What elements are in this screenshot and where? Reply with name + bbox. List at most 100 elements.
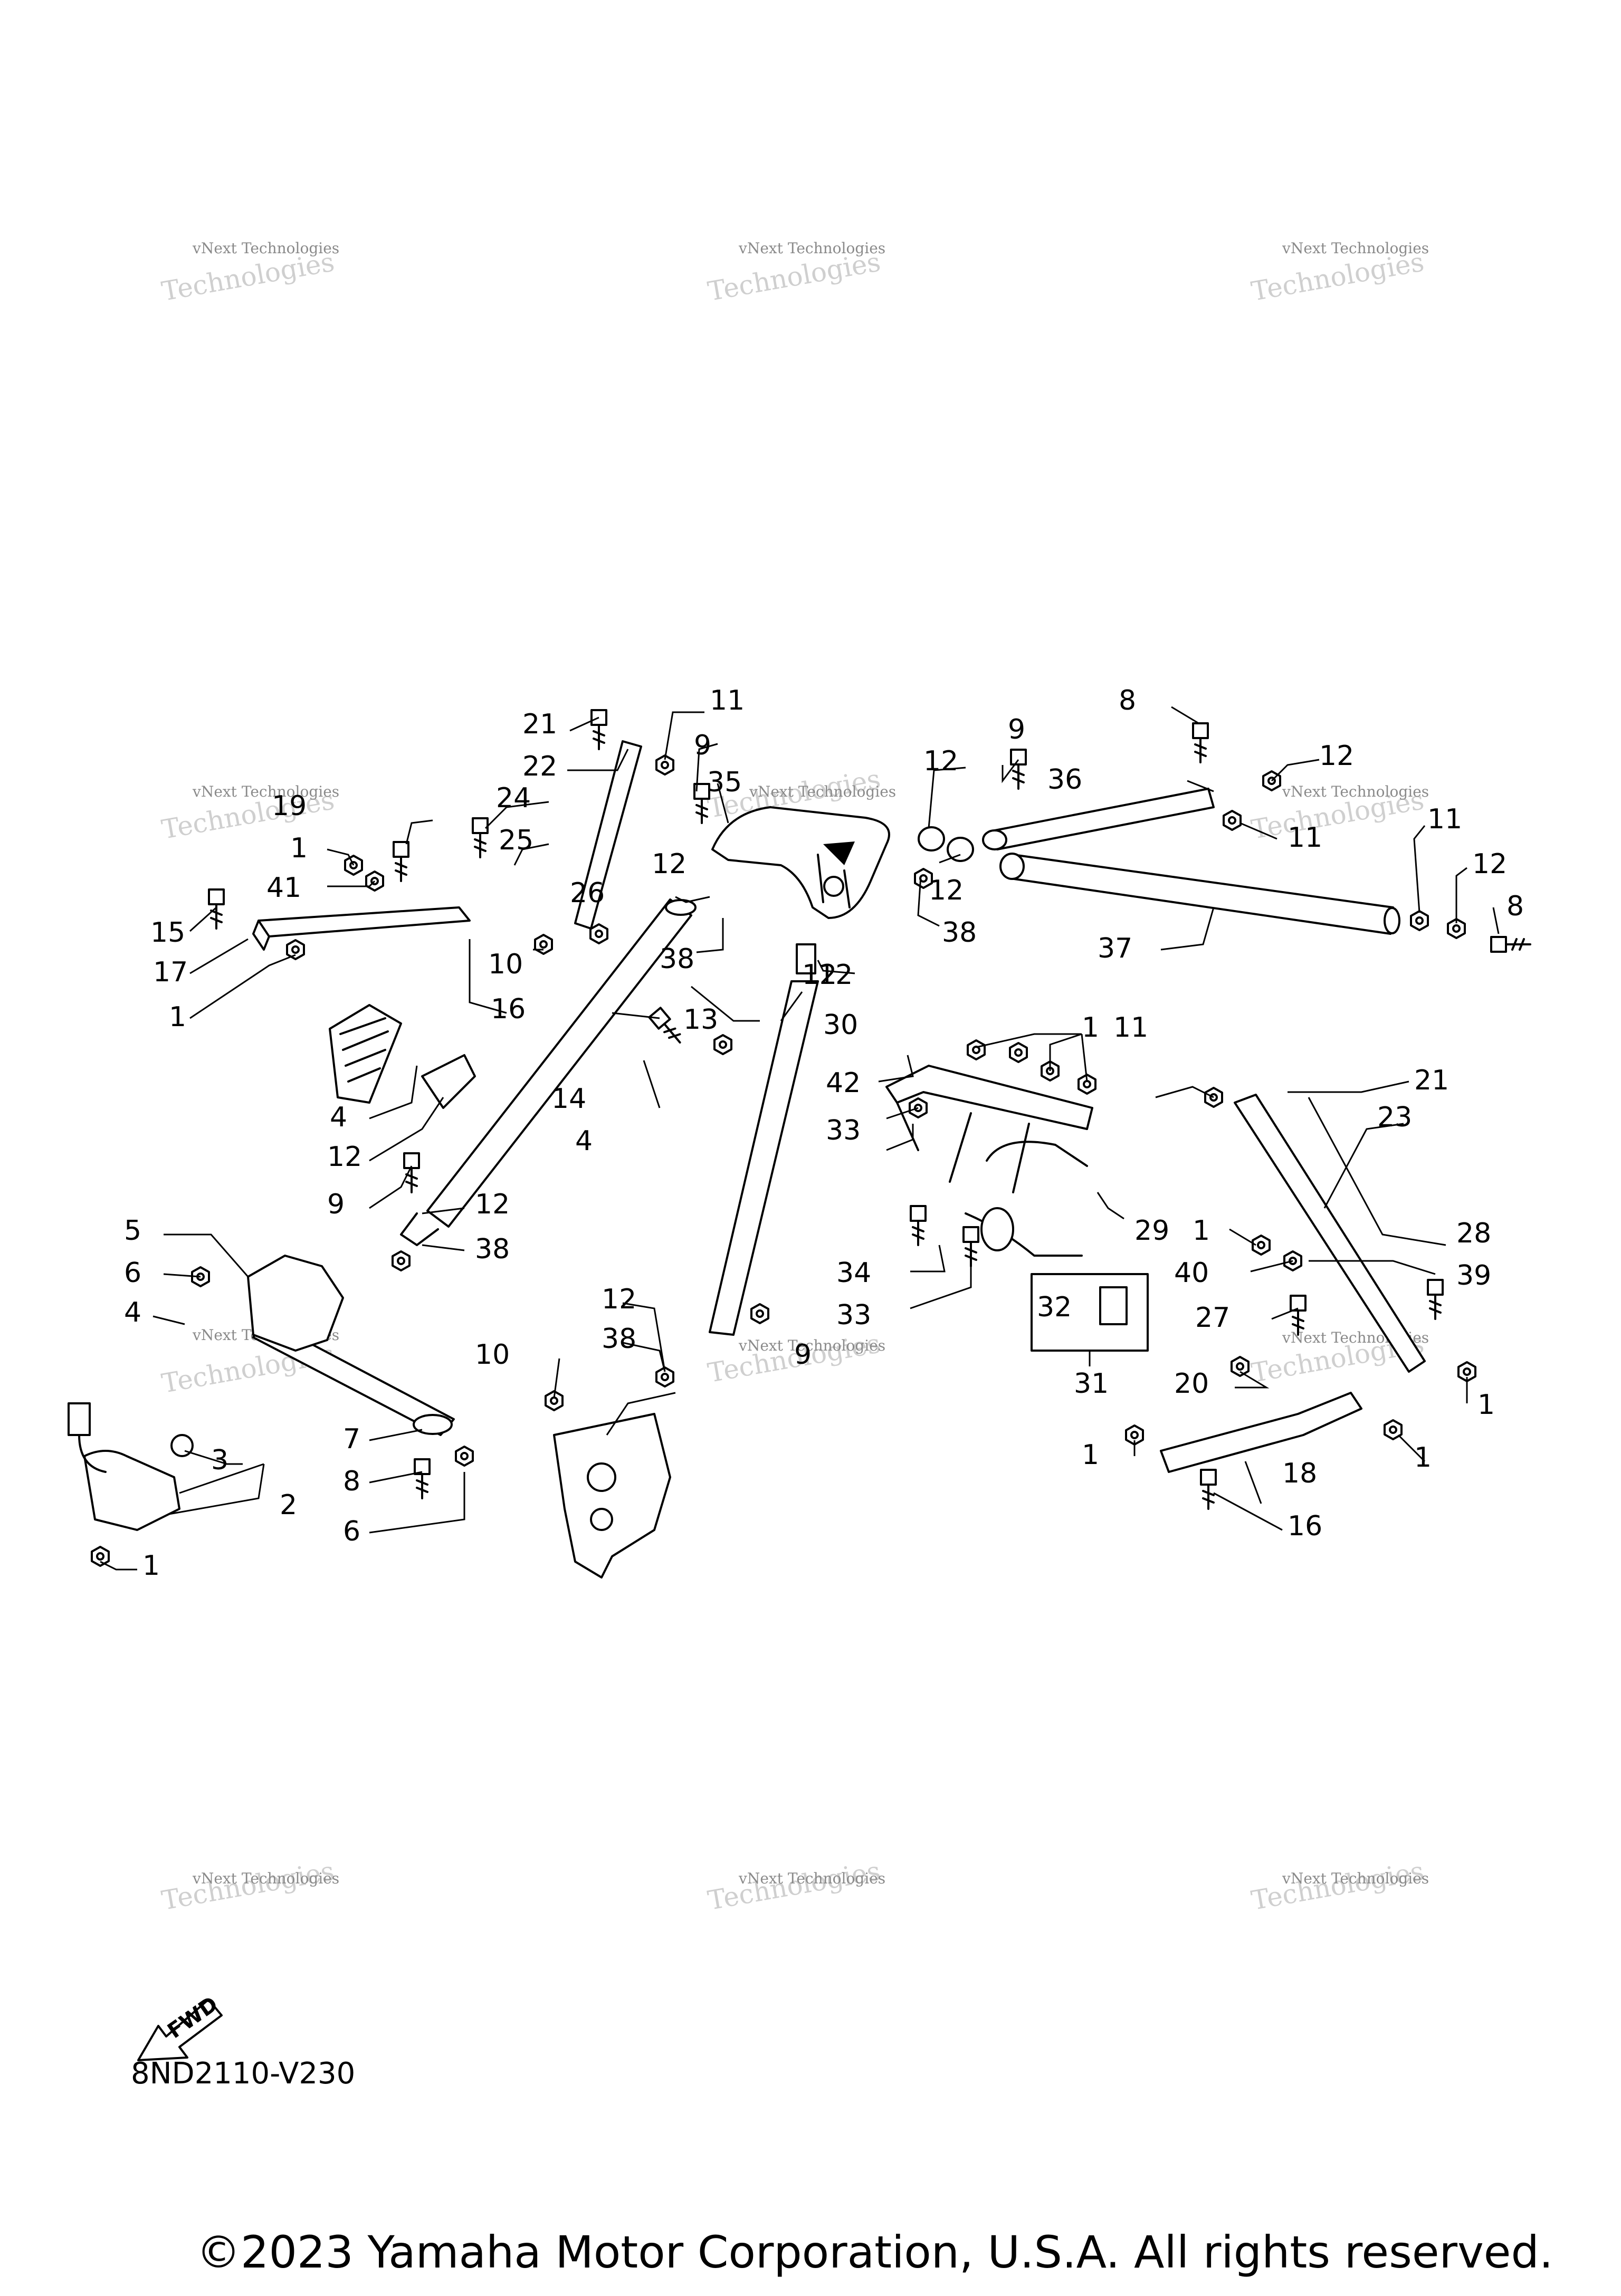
callout: 12 xyxy=(923,745,958,777)
callout-labels: 11 21 22 9 35 24 25 26 12 38 13 12 12 9 … xyxy=(124,685,1524,1582)
fwd-arrow-icon: FWD xyxy=(137,1992,223,2061)
callout: 16 xyxy=(491,993,526,1025)
callout: 38 xyxy=(475,1233,510,1265)
callout: 12 xyxy=(818,959,853,991)
copyright-notice: ©2023 Yamaha Motor Corporation, U.S.A. A… xyxy=(196,2226,1553,2278)
callout: 12 xyxy=(1319,740,1354,772)
callout: 12 xyxy=(652,848,686,880)
callout: 39 xyxy=(1456,1260,1491,1292)
callout: 1 xyxy=(142,1550,160,1582)
callout: 13 xyxy=(683,1004,718,1036)
callout: 20 xyxy=(1174,1368,1209,1400)
svg-text:vNext Technologies: vNext Technologies xyxy=(192,1870,339,1887)
callout: 33 xyxy=(836,1299,871,1331)
svg-text:vNext Technologies: vNext Technologies xyxy=(738,1870,885,1887)
watermark-top-left: Technologies vNext Technologies xyxy=(159,240,339,307)
svg-text:vNext Technologies: vNext Technologies xyxy=(738,240,885,257)
callout: 15 xyxy=(150,917,185,949)
callout: 22 xyxy=(522,751,557,782)
callout: 37 xyxy=(1098,933,1132,964)
callout: 9 xyxy=(327,1189,345,1220)
svg-text:vNext Technologies: vNext Technologies xyxy=(192,240,339,257)
svg-text:vNext Technologies: vNext Technologies xyxy=(738,1337,885,1354)
callout: 6 xyxy=(124,1257,141,1289)
callout: 7 xyxy=(343,1423,360,1455)
callout: 32 xyxy=(1037,1292,1072,1323)
callout: 30 xyxy=(823,1009,858,1041)
callout: 1 xyxy=(1193,1215,1210,1247)
callout: 9 xyxy=(694,730,711,761)
watermark-top-center: Technologies vNext Technologies xyxy=(705,240,885,307)
callout: 38 xyxy=(942,917,977,949)
callout: 4 xyxy=(575,1125,593,1157)
callout: 10 xyxy=(475,1339,510,1371)
bracket-17 xyxy=(252,906,471,951)
callout: 11 xyxy=(1427,803,1462,835)
callout: 1 xyxy=(1082,1012,1099,1044)
callout: 25 xyxy=(499,825,533,856)
watermark-bottom-right: Technologies vNext Technologies xyxy=(1249,1855,1429,1916)
callout: 11 xyxy=(1113,1012,1148,1044)
callout: 38 xyxy=(660,943,694,975)
svg-text:vNext Technologies: vNext Technologies xyxy=(192,783,339,800)
callout: 1 xyxy=(1082,1439,1099,1471)
callout: 31 xyxy=(1074,1368,1109,1400)
tube-13 xyxy=(400,898,697,1246)
callout: 9 xyxy=(794,1339,812,1371)
callout: 1 xyxy=(169,1001,186,1033)
callout: 2 xyxy=(280,1489,297,1521)
callout: 23 xyxy=(1377,1102,1412,1133)
callout: 12 xyxy=(1472,848,1507,880)
callout: 1 xyxy=(1414,1442,1432,1474)
motor-assembly-2 xyxy=(68,1402,194,1531)
callout: 18 xyxy=(1282,1458,1317,1489)
callout: 24 xyxy=(496,782,531,814)
callout: 4 xyxy=(330,1102,347,1133)
resistor-block xyxy=(329,1004,476,1109)
callout: 27 xyxy=(1195,1302,1230,1334)
callout: 12 xyxy=(602,1284,636,1315)
kit-box-31 xyxy=(1031,1273,1149,1366)
callout: 4 xyxy=(124,1297,141,1328)
watermark-top-right: Technologies vNext Technologies xyxy=(1249,240,1429,307)
brace-23 xyxy=(1234,1094,1426,1373)
callout: 41 xyxy=(266,872,301,904)
callout: 10 xyxy=(488,949,523,980)
callout: 3 xyxy=(211,1444,228,1476)
svg-text:vNext Technologies: vNext Technologies xyxy=(1282,240,1429,257)
callout: 17 xyxy=(153,956,188,988)
control-plate xyxy=(553,1413,671,1578)
callout: 33 xyxy=(826,1115,861,1146)
watermark-bottom-left: Technologies vNext Technologies xyxy=(159,1855,339,1916)
bar-36 xyxy=(982,788,1215,850)
callout: 16 xyxy=(1288,1510,1322,1542)
watermark-bottom-center: Technologies vNext Technologies xyxy=(705,1855,885,1916)
callout: 40 xyxy=(1174,1257,1209,1289)
callout: 12 xyxy=(475,1189,510,1220)
callout: 5 xyxy=(124,1215,141,1247)
callout: 11 xyxy=(1288,822,1322,854)
callout: 29 xyxy=(1134,1215,1169,1247)
callout: 12 xyxy=(929,875,964,906)
bracket-5 xyxy=(247,1255,344,1352)
callout: 35 xyxy=(707,767,742,798)
callout: 9 xyxy=(1008,714,1025,745)
callout: 8 xyxy=(1506,891,1524,922)
callout: 42 xyxy=(826,1067,861,1099)
watermark-mid-left: Technologies vNext Technologies xyxy=(159,783,339,845)
callout: 1 xyxy=(290,833,308,864)
callout: 19 xyxy=(272,790,307,822)
watermark-mid-right: Technologies vNext Technologies xyxy=(1249,783,1429,845)
callout: 8 xyxy=(1119,685,1136,716)
bushings-12 xyxy=(918,826,974,862)
bracket-18 xyxy=(1160,1392,1362,1473)
bar-37 xyxy=(999,853,1400,935)
callout: 28 xyxy=(1456,1218,1491,1249)
wire-harness xyxy=(965,1141,1088,1257)
svg-text:vNext Technologies: vNext Technologies xyxy=(749,783,896,800)
callout: 12 xyxy=(327,1141,362,1173)
callout: 34 xyxy=(836,1257,871,1289)
callout: 21 xyxy=(522,709,557,740)
leader-lines xyxy=(100,706,1500,1571)
